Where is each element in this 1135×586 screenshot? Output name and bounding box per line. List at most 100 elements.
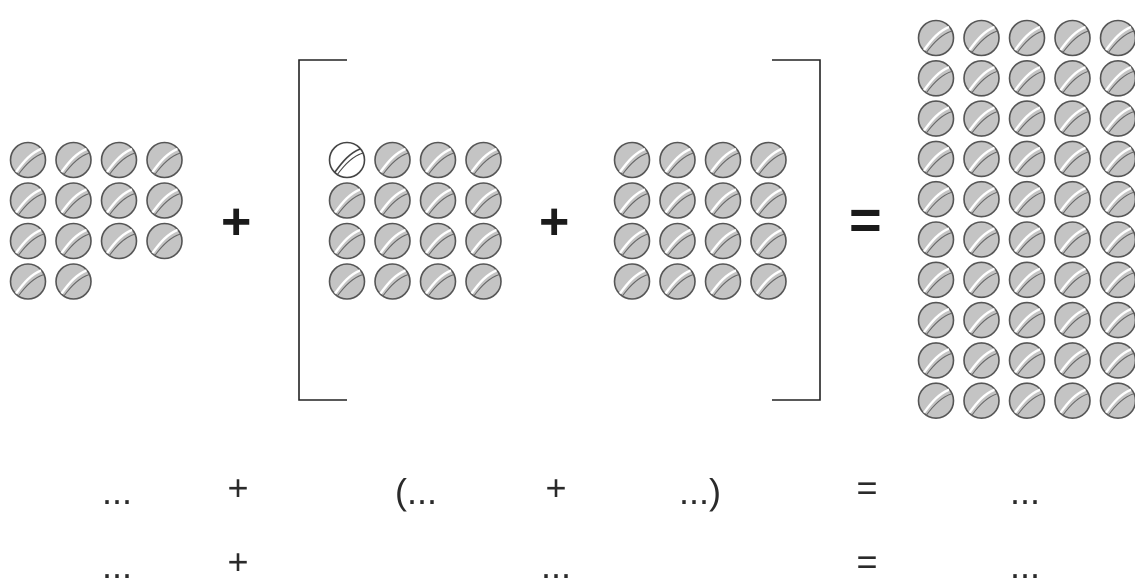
tennis-ball: [102, 183, 137, 218]
tennis-ball: [919, 383, 954, 418]
tennis-ball: [660, 224, 695, 259]
tennis-ball: [751, 224, 786, 259]
tennis-ball: [1055, 383, 1090, 418]
tennis-ball: [466, 183, 501, 218]
tennis-ball: [1010, 303, 1045, 338]
tennis-ball: [751, 183, 786, 218]
tennis-ball: [919, 182, 954, 217]
tennis-ball: [919, 262, 954, 297]
tennis-ball: [919, 61, 954, 96]
tennis-ball: [964, 61, 999, 96]
tennis-ball: [751, 264, 786, 299]
tennis-ball: [919, 101, 954, 136]
tennis-ball: [375, 183, 410, 218]
row2-term-a: ...: [102, 548, 132, 584]
plus-operator-2: +: [539, 196, 569, 248]
tennis-ball: [1055, 182, 1090, 217]
tennis-ball: [1101, 101, 1135, 136]
tennis-ball: [615, 224, 650, 259]
tennis-ball: [919, 222, 954, 257]
tennis-ball: [56, 143, 91, 178]
tennis-ball: [751, 143, 786, 178]
tennis-ball: [421, 143, 456, 178]
tennis-ball: [1055, 101, 1090, 136]
tennis-ball: [11, 143, 46, 178]
tennis-ball: [421, 264, 456, 299]
tennis-ball: [964, 222, 999, 257]
tennis-ball: [615, 183, 650, 218]
tennis-ball: [147, 143, 182, 178]
tennis-ball: [964, 383, 999, 418]
tennis-ball: [706, 264, 741, 299]
tennis-ball: [964, 21, 999, 56]
row1-term-b: (...: [395, 474, 437, 510]
tennis-ball: [706, 143, 741, 178]
white-tennis-ball: [330, 143, 365, 178]
tennis-ball: [1101, 343, 1135, 378]
tennis-ball: [1055, 222, 1090, 257]
tennis-ball: [919, 303, 954, 338]
tennis-ball: [11, 224, 46, 259]
first-ball-group: [11, 143, 183, 300]
bracket-left-ball-group: [330, 143, 502, 300]
tennis-ball: [964, 141, 999, 176]
tennis-ball: [1010, 182, 1045, 217]
row2-result: ...: [1010, 548, 1040, 584]
tennis-ball: [330, 224, 365, 259]
tennis-ball: [660, 264, 695, 299]
tennis-ball: [1101, 222, 1135, 257]
tennis-ball: [706, 224, 741, 259]
row1-term-c: ...): [679, 474, 721, 510]
tennis-ball: [964, 303, 999, 338]
tennis-ball: [1055, 343, 1090, 378]
tennis-ball: [330, 264, 365, 299]
tennis-ball: [964, 262, 999, 297]
tennis-ball: [1101, 21, 1135, 56]
tennis-ball: [1055, 61, 1090, 96]
tennis-ball: [1010, 343, 1045, 378]
row2-plus: +: [227, 544, 248, 580]
tennis-ball: [1010, 61, 1045, 96]
tennis-ball: [56, 224, 91, 259]
tennis-ball: [1055, 262, 1090, 297]
bracket-right-ball-group: [615, 143, 787, 300]
tennis-ball: [147, 183, 182, 218]
tennis-ball: [919, 343, 954, 378]
tennis-ball: [1010, 21, 1045, 56]
tennis-ball: [11, 183, 46, 218]
tennis-ball: [466, 224, 501, 259]
tennis-ball: [1055, 21, 1090, 56]
tennis-ball: [964, 182, 999, 217]
tennis-ball: [1101, 262, 1135, 297]
tennis-ball: [1055, 141, 1090, 176]
tennis-ball: [660, 183, 695, 218]
tennis-ball: [615, 264, 650, 299]
tennis-ball: [1010, 383, 1045, 418]
tennis-ball: [330, 183, 365, 218]
tennis-ball: [706, 183, 741, 218]
row1-equals: =: [856, 470, 877, 506]
tennis-ball: [466, 264, 501, 299]
row1-plus-2: +: [545, 470, 566, 506]
tennis-ball: [660, 143, 695, 178]
tennis-ball: [615, 143, 650, 178]
tennis-ball: [147, 224, 182, 259]
tennis-ball: [11, 264, 46, 299]
tennis-ball: [1010, 141, 1045, 176]
tennis-ball: [1101, 303, 1135, 338]
tennis-ball: [1010, 262, 1045, 297]
plus-operator-1: +: [221, 196, 251, 248]
row2-equals: =: [856, 544, 877, 580]
tennis-ball: [1010, 101, 1045, 136]
tennis-ball: [1101, 383, 1135, 418]
tennis-ball: [1101, 141, 1135, 176]
row1-result: ...: [1010, 474, 1040, 510]
equals-operator: =: [849, 192, 882, 248]
tennis-ball: [56, 183, 91, 218]
tennis-ball: [102, 143, 137, 178]
tennis-ball: [1101, 61, 1135, 96]
tennis-ball: [964, 101, 999, 136]
result-ball-group: [919, 21, 1135, 419]
tennis-ball: [964, 343, 999, 378]
